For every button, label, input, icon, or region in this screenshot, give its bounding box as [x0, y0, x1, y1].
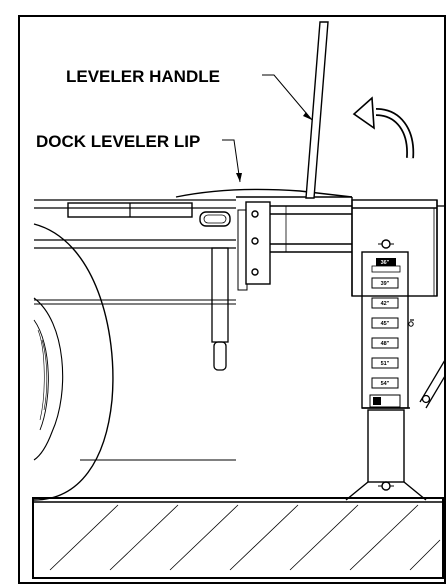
trailer-tire — [33, 223, 114, 501]
drawing-frame — [18, 15, 446, 584]
dock-leveler-lip-label: DOCK LEVELER LIP — [36, 132, 200, 151]
height-mark: 54" — [381, 381, 390, 387]
dock-leveler-deck — [175, 188, 353, 253]
leader-arrowhead — [236, 173, 242, 182]
trailer-landing-leg — [211, 209, 248, 371]
stand-brace — [419, 205, 446, 409]
dock-stand — [345, 197, 438, 501]
leveler-handle — [305, 21, 329, 199]
ground-pad — [32, 497, 444, 579]
mounting-bracket — [199, 201, 271, 285]
height-scale: 36" 39" 42" 45" 48" 51" 54" — [369, 258, 401, 408]
leader-arrowhead — [303, 112, 312, 120]
height-mark: 48" — [381, 341, 390, 347]
trailer-frame — [34, 199, 236, 461]
height-mark: 45" — [381, 321, 390, 327]
height-mark: 51" — [381, 361, 390, 367]
leveler-handle-label: LEVELER HANDLE — [66, 67, 220, 86]
height-mark: 39" — [381, 281, 390, 287]
rotation-arrow-icon — [352, 96, 415, 159]
height-mark: 42" — [381, 301, 390, 307]
height-mark: 36" — [381, 260, 390, 266]
leader-lines — [222, 74, 313, 183]
